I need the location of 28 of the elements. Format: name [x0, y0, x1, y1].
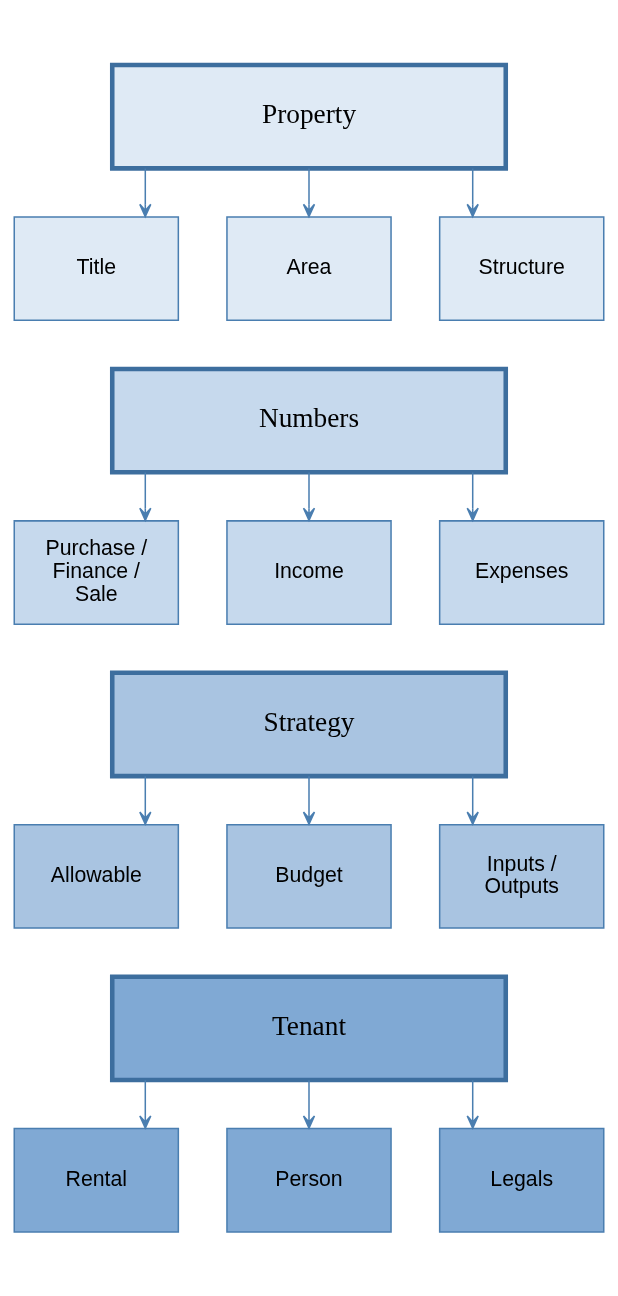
node-box: Rental — [13, 1127, 180, 1233]
node-box: Person — [226, 1127, 392, 1233]
arrow — [466, 167, 479, 217]
node-box: Property — [109, 62, 509, 171]
arrow — [466, 775, 479, 825]
arrow — [466, 1078, 479, 1129]
node-box: Numbers — [109, 366, 509, 475]
node-box: Allowable — [13, 823, 180, 929]
arrow — [302, 775, 316, 825]
arrow — [466, 471, 479, 521]
node-box: Legals — [438, 1127, 605, 1233]
arrow — [302, 471, 316, 521]
arrow — [139, 471, 152, 521]
node-box: Strategy — [109, 670, 509, 778]
node-box: Structure — [438, 215, 605, 321]
node-box: Inputs / Outputs — [438, 823, 605, 929]
node-box: Budget — [226, 823, 392, 929]
node-box: Income — [226, 519, 392, 625]
node-box: Title — [13, 215, 180, 321]
node-box: Area — [226, 215, 392, 321]
arrow — [302, 167, 316, 217]
arrow — [139, 167, 152, 217]
arrow — [302, 1078, 316, 1129]
node-box: Purchase / Finance / Sale — [13, 519, 180, 625]
node-box: Tenant — [109, 973, 509, 1082]
arrow — [139, 1078, 152, 1129]
node-box: Expenses — [438, 519, 605, 625]
arrow — [139, 775, 152, 825]
